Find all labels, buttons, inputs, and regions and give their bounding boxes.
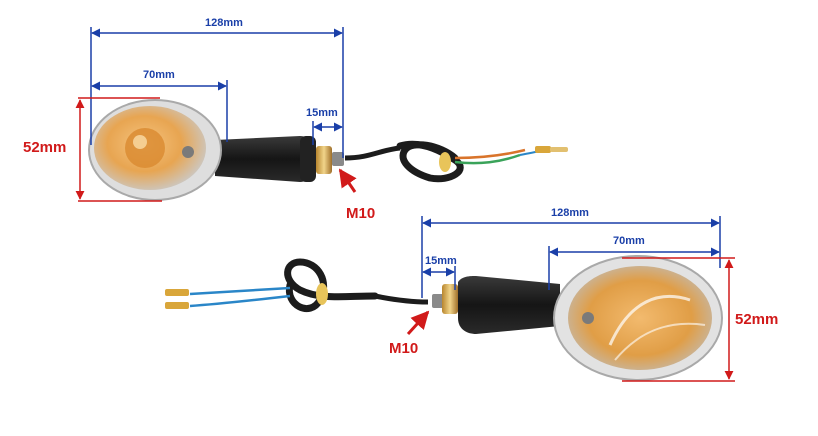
screw-icon xyxy=(182,146,194,158)
label-thread-top: M10 xyxy=(346,205,375,222)
lens-amber-bottom xyxy=(568,266,712,370)
label-lens-length-bottom: 70mm xyxy=(613,235,645,247)
m10-bolt-bottom xyxy=(432,294,444,308)
dimensions-bottom: 128mm 70mm 15mm 52mm M10 xyxy=(389,207,778,382)
label-height-bottom: 52mm xyxy=(735,311,778,328)
wires-bottom xyxy=(165,258,429,313)
screw-icon xyxy=(582,312,594,324)
indicator-top xyxy=(88,99,568,201)
label-thread-bottom: M10 xyxy=(389,340,418,357)
label-stem-length-top: 15mm xyxy=(306,107,338,119)
stem-housing-top xyxy=(215,136,316,182)
m10-pointer-top xyxy=(338,168,357,193)
wire-terminal-icon xyxy=(550,147,568,152)
m10-bolt-top xyxy=(332,152,344,166)
wire-tie-icon xyxy=(316,283,328,305)
m10-nut-bottom xyxy=(442,284,458,314)
label-stem-length-bottom: 15mm xyxy=(425,255,457,267)
dimensions-top: 128mm 70mm 15mm 52mm M10 xyxy=(23,17,375,222)
label-total-length-top: 128mm xyxy=(205,17,243,29)
wire-terminal-icon xyxy=(535,146,551,153)
m10-nut-top xyxy=(316,146,332,174)
label-lens-length-top: 70mm xyxy=(143,69,175,81)
label-height-top: 52mm xyxy=(23,139,66,156)
label-total-length-bottom: 128mm xyxy=(551,207,589,219)
watermark-icon xyxy=(608,295,691,346)
m10-pointer-bottom xyxy=(406,310,430,336)
bulb-icon xyxy=(125,128,165,168)
stem-housing-bottom xyxy=(458,276,560,334)
indicator-bottom xyxy=(165,255,723,381)
wire-terminal-icon xyxy=(165,302,189,309)
wires-top xyxy=(344,140,568,183)
wire-terminal-icon xyxy=(165,289,189,296)
wire-tie-icon xyxy=(439,152,451,172)
